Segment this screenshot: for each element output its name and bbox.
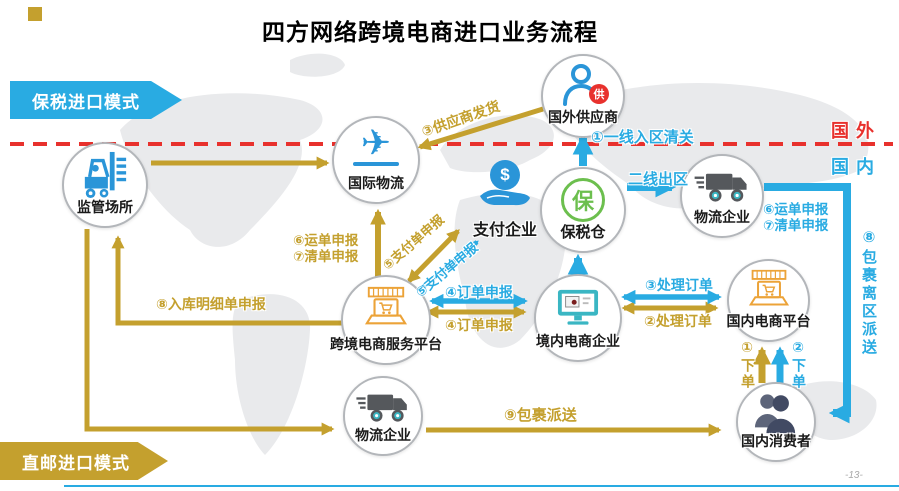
label-order-declaration-blue: ④订单申报 — [445, 284, 513, 300]
airplane-icon: ✈ — [353, 125, 399, 166]
node-bonded-warehouse: 保 保税仓 — [540, 167, 626, 253]
label-parcel-delivery: ⑨包裹派送 — [504, 407, 577, 424]
node-intl-logistics-label: 国际物流 — [348, 175, 404, 191]
node-payment-label: 支付企业 — [472, 222, 538, 239]
region-label-domestic: 国内 — [831, 157, 881, 177]
monitor-icon — [554, 286, 602, 328]
node-logistics-bottom: 物流企业 — [343, 376, 423, 456]
payment-hand-icon: $ — [477, 160, 533, 208]
label-manifest-declaration: ⑦清单申报 — [763, 217, 829, 233]
supplier-badge: 供 — [589, 84, 609, 104]
label-waybill-manifest-gold: ⑥运单申报 ⑦清单申报 — [293, 233, 358, 264]
node-intl-logistics: ✈ 国际物流 — [332, 116, 420, 204]
label-warehouse-entry-declaration: ⑧入库明细单申报 — [156, 296, 266, 312]
node-logistics-right: 物流企业 — [680, 154, 764, 238]
node-supervision: 监管场所 — [62, 142, 148, 228]
label-order-declaration-gold: ④订单申报 — [445, 317, 513, 333]
node-consumer: 国内消费者 — [736, 382, 816, 462]
node-consumer-label: 国内消费者 — [741, 433, 811, 449]
label-place-order-1: ①下单 — [740, 340, 756, 390]
label-waybill-manifest-blue: ⑥运单申报 ⑦清单申报 — [763, 202, 828, 233]
truck-icon — [694, 169, 750, 203]
label-second-line-exit: 二线出区 — [628, 171, 689, 188]
label-waybill-declaration: ⑥运单申报 — [293, 233, 359, 248]
node-logistics-right-label: 物流企业 — [694, 209, 750, 225]
label-process-order-2: ②处理订单 — [644, 313, 712, 329]
node-foreign-supplier-label: 国外供应商 — [548, 109, 618, 125]
storefront-laptop-icon — [744, 268, 794, 310]
label-waybill-declaration: ⑥运单申报 — [763, 202, 829, 217]
truck-icon — [356, 390, 410, 423]
node-supervision-label: 监管场所 — [77, 199, 133, 215]
node-domestic-ecommerce: 境内电商企业 — [534, 274, 622, 362]
node-domestic-ecommerce-label: 境内电商企业 — [536, 333, 620, 349]
region-label-foreign: 国外 — [831, 121, 881, 141]
bottom-rule-line — [64, 485, 899, 487]
supplier-person-icon: 供 — [560, 63, 609, 107]
bonded-warehouse-icon: 保 — [561, 178, 605, 222]
storefront-laptop-icon — [360, 285, 412, 329]
node-service-platform: 跨境电商服务平台 — [330, 275, 442, 365]
arrow-supplier-shipping — [417, 106, 544, 151]
slide-bullet-decoration — [28, 7, 42, 21]
label-process-order-3: ③处理订单 — [645, 277, 713, 293]
forklift-icon — [81, 150, 129, 200]
label-manifest-declaration: ⑦清单申报 — [293, 248, 359, 264]
node-foreign-supplier: 供 国外供应商 — [541, 54, 625, 138]
label-parcel-leave-zone-delivery: ⑧包裹离区派送 — [860, 228, 877, 357]
direct-mail-import-mode-banner: 直邮进口模式 — [0, 442, 168, 480]
label-first-line-clearance: ①一线入区清关 — [591, 129, 694, 146]
node-logistics-bottom-label: 物流企业 — [355, 427, 411, 443]
node-domestic-platform: 国内电商平台 — [726, 259, 811, 342]
node-bonded-warehouse-label: 保税仓 — [560, 224, 606, 241]
arrow-payment-declaration-blue — [408, 240, 479, 300]
node-payment: $ 支付企业 — [459, 160, 551, 239]
arrow-warehouse-entry-declaration — [111, 235, 345, 326]
arrow-parcel-leave-zone — [764, 183, 851, 424]
label-place-order-2: ②下单 — [791, 340, 807, 390]
page-title: 四方网络跨境电商进口业务流程 — [262, 19, 598, 45]
node-domestic-platform-label: 国内电商平台 — [726, 313, 811, 329]
arrow-supervision-to-logistics-bottom — [84, 229, 335, 436]
bonded-import-mode-banner: 保税进口模式 — [10, 81, 182, 119]
node-service-platform-label: 跨境电商服务平台 — [330, 336, 442, 352]
consumers-people-icon — [751, 391, 801, 435]
page-number: -13- — [845, 470, 863, 481]
